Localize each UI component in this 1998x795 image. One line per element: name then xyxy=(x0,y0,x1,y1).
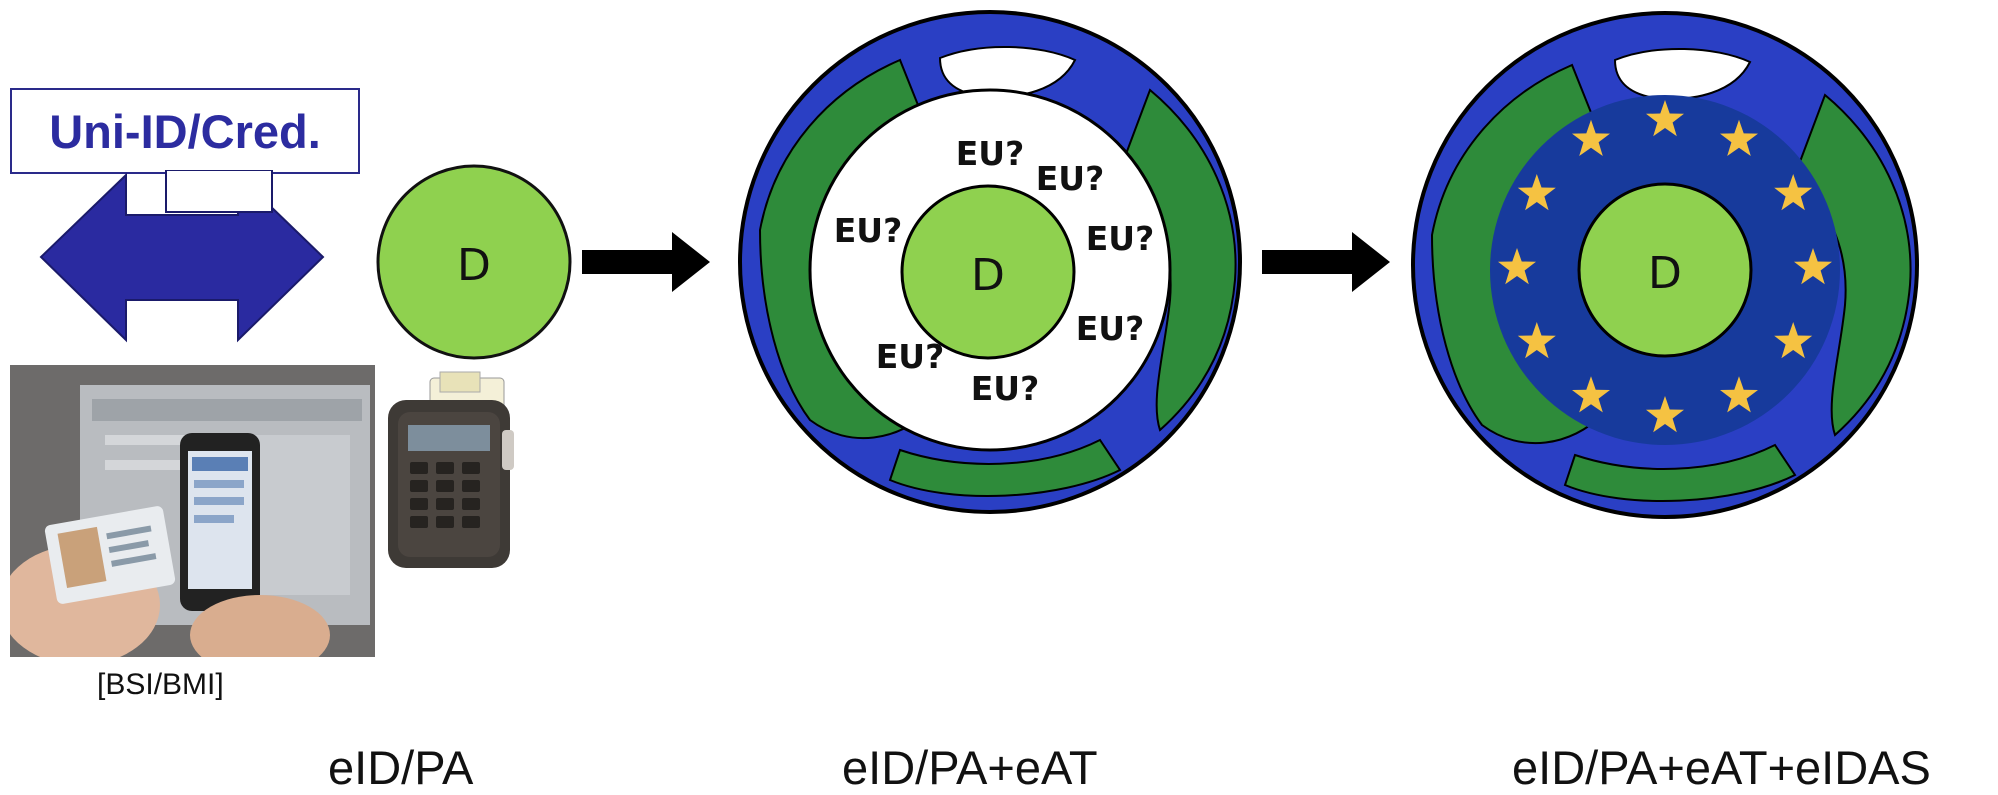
eu-question-label: EU? xyxy=(834,211,902,250)
uni-id-box: Uni-ID/Cred. xyxy=(10,88,360,174)
eu-stars xyxy=(1498,100,1832,433)
eu-question-label: EU? xyxy=(956,134,1024,173)
phone-id-photo xyxy=(10,365,375,657)
eu-star-icon xyxy=(1517,322,1556,359)
eu-star-icon xyxy=(1572,376,1610,413)
eu-star-icon xyxy=(1774,174,1813,211)
eu-question-label: EU? xyxy=(1086,219,1154,258)
eu-star-icon xyxy=(1498,248,1536,285)
stage1-center-label: D xyxy=(457,240,491,291)
stage3-caption: eID/PA+eAT+eIDAS xyxy=(1512,741,1931,794)
stage2-center-label: D xyxy=(971,250,1005,301)
source-note: [BSI/BMI] xyxy=(97,668,224,701)
eu-star-icon xyxy=(1720,119,1758,156)
eu-star-icon xyxy=(1572,119,1610,156)
stage3-center-label: D xyxy=(1648,248,1682,299)
card-reader-icon xyxy=(388,371,514,568)
stage2-circle xyxy=(900,184,1076,360)
stage1-caption: eID/PA xyxy=(328,741,474,794)
eu-question-label: EU? xyxy=(1076,309,1144,348)
eu-star-icon xyxy=(1774,322,1813,359)
arrow-right-1 xyxy=(582,232,710,292)
stage3-globe xyxy=(1411,11,1919,519)
stage2-globe xyxy=(738,10,1242,514)
stage2-caption: eID/PA+eAT xyxy=(842,741,1098,794)
eu-question-label: EU? xyxy=(876,337,944,376)
eu-star-icon xyxy=(1646,100,1684,137)
eu-star-icon xyxy=(1646,396,1684,433)
eu-star-icon xyxy=(1794,248,1832,285)
eu-question-label: EU? xyxy=(971,369,1039,408)
stage3-circle xyxy=(1577,182,1753,358)
stage1-circle xyxy=(376,164,572,360)
eu-star-icon xyxy=(1720,376,1758,413)
eu-question-label: EU? xyxy=(1036,159,1104,198)
uni-id-label: Uni-ID/Cred. xyxy=(49,104,321,158)
arrow-right-2 xyxy=(1262,232,1390,292)
double-arrow-icon xyxy=(39,170,325,343)
eu-star-icon xyxy=(1517,174,1556,211)
